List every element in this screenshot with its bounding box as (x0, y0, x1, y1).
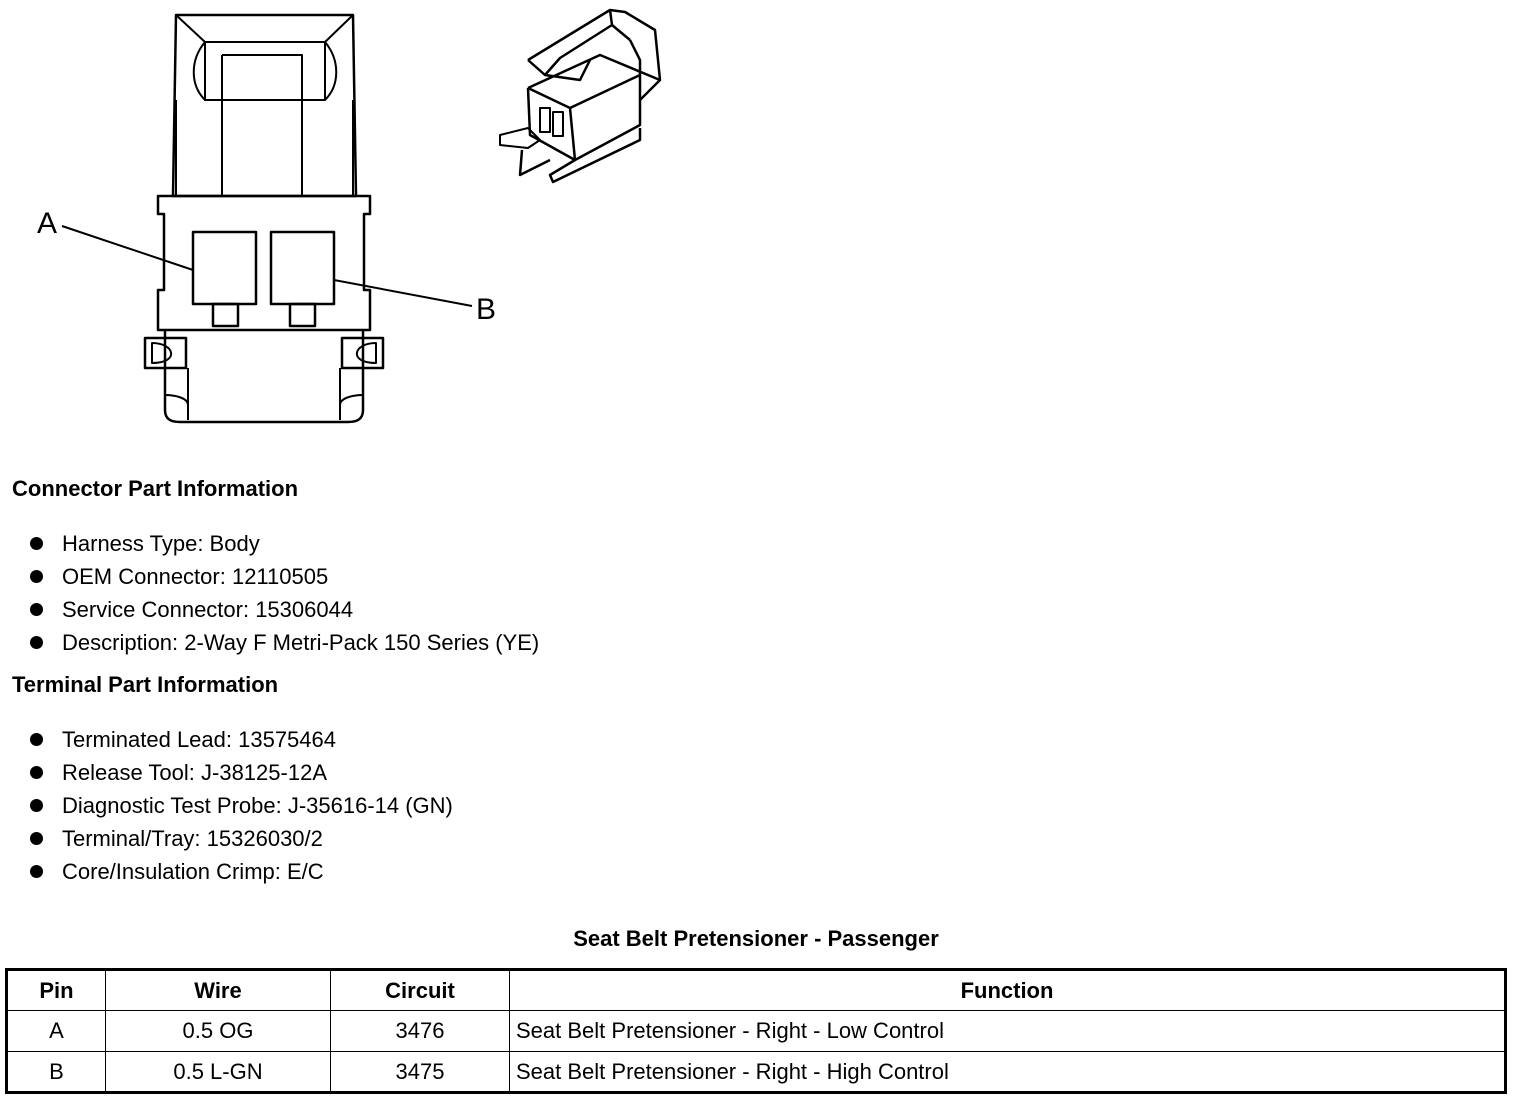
list-item: OEM Connector: 12110505 (30, 560, 539, 593)
bullet-icon (30, 766, 43, 779)
column-header-wire: Wire (105, 969, 331, 1011)
list-item-text: Core/Insulation Crimp: E/C (62, 859, 324, 884)
function-cell: Seat Belt Pretensioner - Right - High Co… (509, 1051, 1506, 1093)
table-header-row: Pin Wire Circuit Function (6, 969, 1506, 1011)
terminal-info-list: Terminated Lead: 13575464 Release Tool: … (30, 723, 453, 888)
connector-section-title: Connector Part Information (12, 476, 299, 501)
list-item-text: Terminal/Tray: 15326030/2 (62, 826, 323, 851)
bullet-icon (30, 865, 43, 878)
callout-label-a: A (37, 207, 58, 240)
list-item: Terminated Lead: 13575464 (30, 723, 453, 756)
bullet-icon (30, 603, 43, 616)
function-cell: Seat Belt Pretensioner - Right - Low Con… (509, 1010, 1506, 1052)
table-title: Seat Belt Pretensioner - Passenger (573, 926, 939, 951)
callout-a-leader (61, 225, 194, 271)
list-item: Core/Insulation Crimp: E/C (30, 855, 453, 888)
bullet-icon (30, 636, 43, 649)
list-item-text: Release Tool: J-38125-12A (62, 760, 327, 785)
list-item-text: Description: 2-Way F Metri-Pack 150 Seri… (62, 630, 540, 655)
list-item: Service Connector: 15306044 (30, 593, 539, 626)
pin-cell: B (6, 1051, 106, 1093)
connector-housing (156, 194, 372, 332)
wire-cell: 0.5 L-GN (105, 1051, 331, 1093)
connector-info-list: Harness Type: Body OEM Connector: 121105… (30, 527, 539, 659)
table-row: A 0.5 OG 3476 Seat Belt Pretensioner - R… (6, 1010, 1506, 1052)
circuit-cell: 3475 (330, 1051, 510, 1093)
pin-cell: A (6, 1010, 106, 1052)
callout-label-b: B (476, 293, 497, 326)
list-item-text: Service Connector: 15306044 (62, 597, 354, 622)
list-item-text: Diagnostic Test Probe: J-35616-14 (GN) (62, 793, 453, 818)
column-header-pin: Pin (6, 969, 106, 1011)
connector-diagram (61, 8, 662, 424)
list-item-text: Terminated Lead: 13575464 (62, 727, 336, 752)
cavity-a (191, 230, 258, 306)
list-item: Release Tool: J-38125-12A (30, 756, 453, 789)
bullet-icon (30, 570, 43, 583)
wire-cell: 0.5 OG (105, 1010, 331, 1052)
bullet-icon (30, 799, 43, 812)
list-item: Terminal/Tray: 15326030/2 (30, 822, 453, 855)
list-item-text: Harness Type: Body (62, 531, 260, 556)
bullet-icon (30, 733, 43, 746)
table-row: B 0.5 L-GN 3475 Seat Belt Pretensioner -… (6, 1051, 1506, 1093)
pin-table: Pin Wire Circuit Function A 0.5 OG 3476 … (5, 968, 1507, 1094)
bullet-icon (30, 832, 43, 845)
column-header-function: Function (509, 969, 1506, 1011)
circuit-cell: 3476 (330, 1010, 510, 1052)
callout-b-leader (333, 279, 473, 307)
connector-isometric-view (499, 8, 662, 184)
list-item-text: OEM Connector: 12110505 (62, 564, 329, 589)
terminal-section-title: Terminal Part Information (12, 672, 279, 697)
column-header-circuit: Circuit (330, 969, 510, 1011)
list-item: Diagnostic Test Probe: J-35616-14 (GN) (30, 789, 453, 822)
cavity-b (269, 230, 336, 306)
list-item: Description: 2-Way F Metri-Pack 150 Seri… (30, 626, 539, 659)
list-item: Harness Type: Body (30, 527, 539, 560)
bullet-icon (30, 537, 43, 550)
